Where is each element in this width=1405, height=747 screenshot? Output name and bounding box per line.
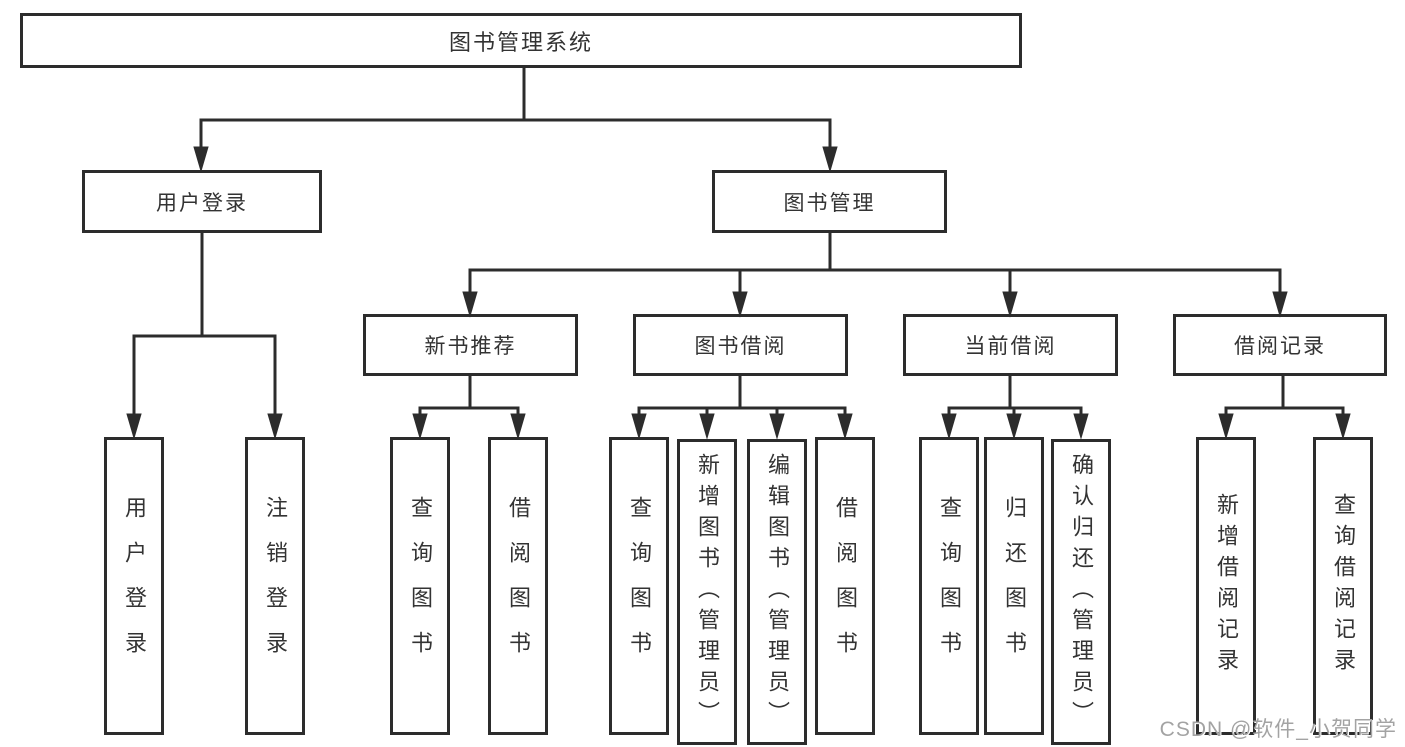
leaf-return-book: 归还图书 [984,437,1044,735]
leaf-borrow-book-label: 借阅图书 [833,496,858,676]
node-library-system: 图书管理系统 [20,13,1022,68]
leaf-query-book-recommend: 查询图书 [390,437,450,735]
node-book-management-label: 图书管理 [783,191,876,215]
leaf-add-book-admin-label: 新增图书（管理员） [695,452,720,732]
node-new-book-recommend: 新书推荐 [363,314,578,376]
leaf-borrow-book-recommend: 借阅图书 [488,437,548,735]
connector-user-login-to-leaves [126,233,283,440]
node-borrow-records: 借阅记录 [1173,314,1387,376]
leaf-query-book-borrow-label: 查询图书 [627,496,652,676]
leaf-edit-book-admin-label: 编辑图书（管理员） [765,452,790,732]
leaf-query-borrow-record: 查询借阅记录 [1313,437,1373,735]
leaf-query-book-current-label: 查询图书 [937,496,962,676]
leaf-confirm-return-admin: 确认归还（管理员） [1051,439,1111,745]
node-book-borrow-label: 图书借阅 [694,335,787,358]
leaf-add-borrow-record: 新增借阅记录 [1196,437,1256,735]
connector-root-to-level2 [193,67,838,173]
leaf-edit-book-admin: 编辑图书（管理员） [747,439,807,745]
connector-current-borrow-to-leaves [941,376,1089,440]
node-current-borrow-label: 当前借阅 [964,335,1057,358]
leaf-confirm-return-admin-label: 确认归还（管理员） [1069,452,1094,732]
leaf-return-book-label: 归还图书 [1002,496,1027,676]
leaf-logout: 注销登录 [245,437,305,735]
leaf-add-borrow-record-label: 新增借阅记录 [1214,493,1239,679]
leaf-query-book-borrow: 查询图书 [609,437,669,735]
leaf-logout-label: 注销登录 [263,496,288,676]
leaf-add-book-admin: 新增图书（管理员） [677,439,737,745]
leaf-query-borrow-record-label: 查询借阅记录 [1331,493,1356,679]
leaf-query-book-current: 查询图书 [919,437,979,735]
leaf-query-book-recommend-label: 查询图书 [408,496,433,676]
node-book-borrow: 图书借阅 [633,314,848,376]
node-new-book-recommend-label: 新书推荐 [424,335,517,358]
connector-book-management-to-level3 [462,233,1288,318]
connector-new-book-recommend-to-leaves [412,376,526,440]
leaf-user-login-label: 用户登录 [122,496,147,676]
leaf-user-login: 用户登录 [104,437,164,735]
watermark: CSDN @软件_小贺同学 [1159,718,1397,741]
connector-book-borrow-to-leaves [631,376,853,440]
node-user-login: 用户登录 [82,170,322,233]
node-borrow-records-label: 借阅记录 [1234,335,1326,358]
connector-borrow-records-to-leaves [1218,376,1351,440]
node-user-login-label: 用户登录 [156,191,248,215]
leaf-borrow-book: 借阅图书 [815,437,875,735]
node-current-borrow: 当前借阅 [903,314,1118,376]
node-book-management: 图书管理 [712,170,947,233]
leaf-borrow-book-recommend-label: 借阅图书 [506,496,531,676]
node-library-system-label: 图书管理系统 [448,29,593,55]
